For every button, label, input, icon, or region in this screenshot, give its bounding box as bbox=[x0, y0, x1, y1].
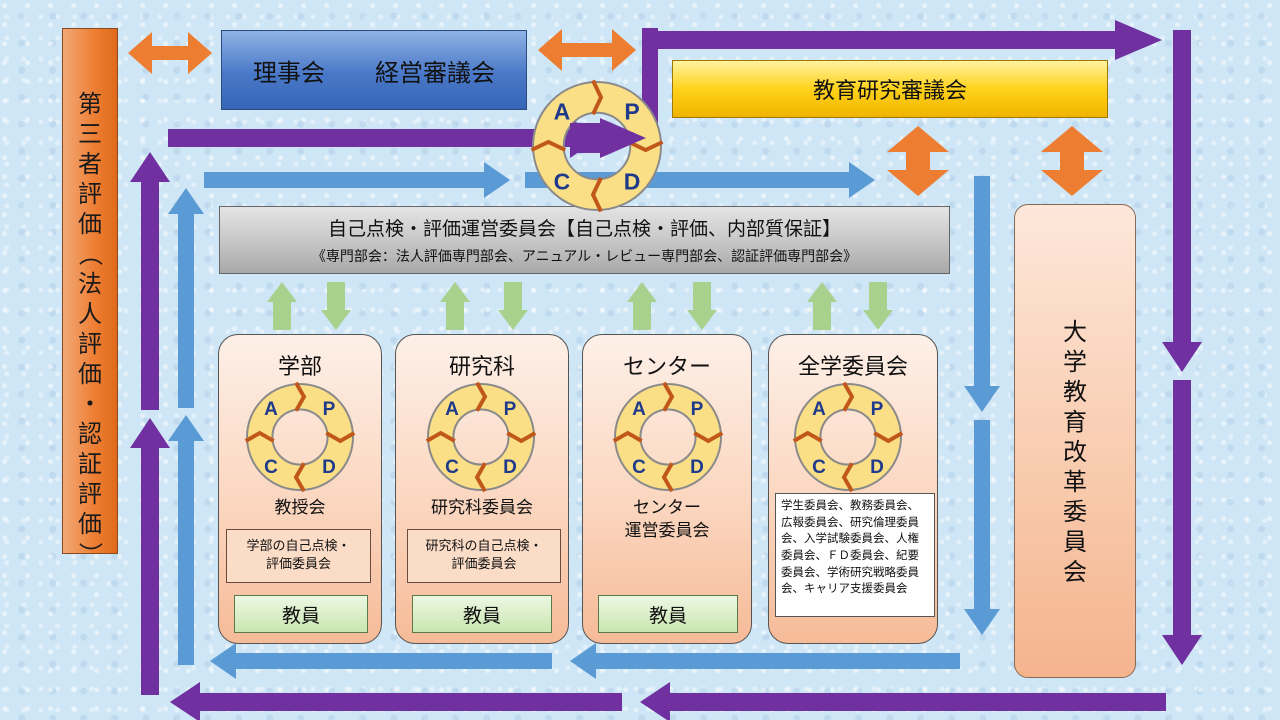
unit-title: 学部 bbox=[277, 355, 322, 380]
blue-arrow bbox=[168, 415, 204, 665]
purple-arrow bbox=[130, 152, 170, 410]
orange-double-arrow bbox=[538, 29, 636, 71]
blue-arrow bbox=[210, 643, 552, 679]
faculty-members-box: 教員 bbox=[234, 595, 368, 633]
green-down-arrow bbox=[498, 282, 528, 330]
third-party-evaluation-char: 者 bbox=[78, 150, 102, 178]
third-party-evaluation-char: 三 bbox=[78, 120, 102, 148]
blue-arrow bbox=[964, 420, 1000, 635]
blue-arrow bbox=[570, 643, 960, 679]
unit-committee: 研究科委員会 bbox=[431, 498, 533, 518]
faculty-unit: 学部 教授会 学部の自己点検・ 評価委員会 教員 bbox=[218, 334, 382, 644]
self-evaluation-committee-title: 自己点検・評価運営委員会【自己点検・評価、内部質保証】 bbox=[327, 218, 841, 240]
green-up-arrow bbox=[267, 282, 297, 330]
green-up-arrow bbox=[627, 282, 657, 330]
self-evaluation-committee-box: 自己点検・評価運営委員会【自己点検・評価、内部質保証】 《専門部会：法人評価専門… bbox=[219, 206, 950, 274]
purple-arrow bbox=[170, 682, 622, 720]
blue-arrow bbox=[964, 176, 1000, 412]
center-unit: センター センター 運営委員会 教員 bbox=[582, 334, 752, 644]
reform-committee-char: 改 bbox=[1063, 438, 1087, 466]
green-up-arrow bbox=[807, 282, 837, 330]
third-party-evaluation-char: （ bbox=[76, 242, 104, 266]
blue-arrow bbox=[525, 162, 875, 198]
purple-arrow bbox=[642, 20, 1162, 140]
orange-double-arrow bbox=[128, 32, 212, 74]
board-of-directors-box: 理事会 経営審議会 bbox=[221, 30, 527, 110]
purple-arrow bbox=[130, 418, 170, 695]
third-party-evaluation-char: 評 bbox=[78, 480, 102, 508]
reform-committee-char: 教 bbox=[1063, 378, 1087, 406]
purple-arrow bbox=[1162, 30, 1202, 372]
reform-committee-char: 委 bbox=[1063, 498, 1087, 526]
unit-title: センター bbox=[622, 355, 711, 380]
orange-double-arrow bbox=[887, 126, 949, 196]
faculty-members-box: 教員 bbox=[412, 595, 552, 633]
graduate-school-unit: 研究科 研究科委員会 研究科の自己点検・ 評価委員会 教員 bbox=[395, 334, 569, 644]
university-committees-unit: 全学委員会 学生委員会、教務委員会、広報委員会、研究倫理委員会、入学試験委員会、… bbox=[768, 334, 938, 644]
education-research-council-label: 教育研究審議会 bbox=[812, 79, 967, 104]
third-party-evaluation-box: 第三者評価（法人評価・認証評価） bbox=[62, 28, 118, 566]
third-party-evaluation-char: 法 bbox=[78, 270, 102, 298]
reform-committee-char: 育 bbox=[1063, 408, 1087, 436]
blue-arrow bbox=[168, 188, 204, 408]
third-party-evaluation-char: 第 bbox=[78, 90, 102, 118]
third-party-evaluation-char: 評 bbox=[78, 330, 102, 358]
faculty-members-label: 教員 bbox=[462, 604, 501, 627]
management-council-label: 経営審議会 bbox=[375, 58, 495, 87]
committee-list: 学生委員会、教務委員会、広報委員会、研究倫理委員会、入学試験委員会、人権委員会、… bbox=[775, 493, 935, 617]
third-party-evaluation-char: 証 bbox=[78, 450, 102, 478]
green-down-arrow bbox=[321, 282, 351, 330]
unit-committee: 教授会 bbox=[274, 498, 326, 518]
orange-double-arrow bbox=[1041, 126, 1103, 196]
board-label: 理事会 bbox=[253, 58, 325, 87]
reform-committee-char: 革 bbox=[1063, 468, 1087, 496]
third-party-evaluation-char: ・ bbox=[78, 390, 102, 418]
unit-title: 研究科 bbox=[448, 355, 515, 380]
third-party-evaluation-char: 評 bbox=[78, 180, 102, 208]
third-party-evaluation-char: 価 bbox=[78, 360, 102, 388]
faculty-members-box: 教員 bbox=[598, 595, 738, 633]
unit-self-eval-committee: 学部の自己点検・ 評価委員会 bbox=[226, 529, 371, 583]
unit-self-eval-committee: 研究科の自己点検・ 評価委員会 bbox=[407, 529, 561, 583]
third-party-evaluation-char: 人 bbox=[78, 300, 102, 328]
purple-arrow bbox=[168, 118, 600, 158]
reform-committee-char: 会 bbox=[1063, 558, 1087, 586]
unit-committee: センター 運営委員会 bbox=[624, 498, 710, 541]
unit-title: 全学委員会 bbox=[797, 355, 908, 380]
reform-committee-char: 学 bbox=[1063, 348, 1087, 376]
third-party-evaluation-char: 認 bbox=[78, 420, 102, 448]
reform-committee-char: 員 bbox=[1063, 528, 1087, 556]
reform-committee-char: 大 bbox=[1063, 318, 1087, 346]
faculty-members-label: 教員 bbox=[648, 604, 687, 627]
green-down-arrow bbox=[687, 282, 717, 330]
third-party-evaluation-char: 価 bbox=[78, 510, 102, 538]
third-party-evaluation-char: ） bbox=[76, 542, 104, 566]
purple-arrow bbox=[640, 682, 1166, 720]
blue-arrow bbox=[204, 162, 510, 198]
green-down-arrow bbox=[863, 282, 893, 330]
education-research-council-box: 教育研究審議会 bbox=[672, 60, 1108, 118]
education-reform-committee-box: 大学教育改革委員会 bbox=[1014, 204, 1136, 678]
self-evaluation-committee-subtitle: 《専門部会：法人評価専門部会、アニュアル・レビュー専門部会、認証評価専門部会》 bbox=[311, 249, 858, 265]
third-party-evaluation-char: 価 bbox=[78, 210, 102, 238]
faculty-members-label: 教員 bbox=[281, 604, 320, 627]
green-up-arrow bbox=[440, 282, 470, 330]
purple-arrow bbox=[1162, 380, 1202, 665]
